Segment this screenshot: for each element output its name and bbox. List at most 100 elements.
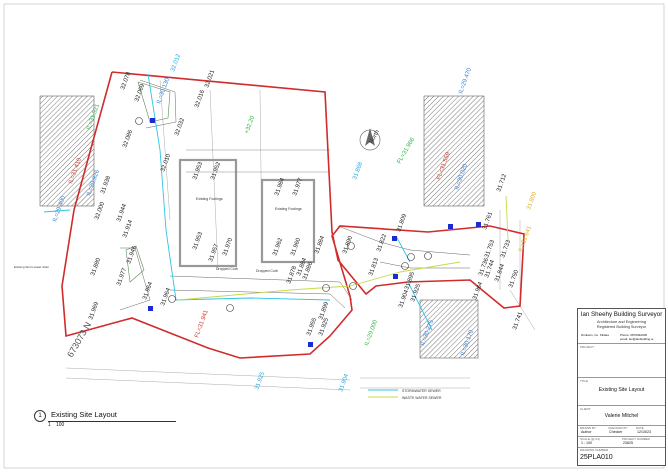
level-label: 31.938 [100, 175, 112, 195]
existing-footing-2 [260, 178, 316, 264]
level-label: 31.880 [90, 257, 102, 277]
level-label: 31.964 [160, 287, 172, 307]
checked-by: Checker [609, 430, 623, 434]
checked-caption: CHECKED BY [608, 426, 628, 430]
level-label-blue: IL=30.130 [156, 77, 171, 105]
layout-title-underline [48, 421, 176, 422]
date-caption: DATE [636, 426, 644, 430]
dropped-curb-2: Dropped Curb [256, 269, 278, 273]
drawn-by: Author [581, 430, 592, 434]
side-drain-label: Existing Storm water drain [14, 265, 49, 269]
level-label: 31.809 [396, 213, 408, 233]
yellow-levels: 31.800 IL=31.641 [518, 191, 538, 253]
level-label: 31.952 [210, 161, 222, 181]
level-label: 31.914 [122, 219, 134, 239]
level-label: 32.010 [160, 153, 172, 173]
neighbour-building-bottom [419, 299, 479, 359]
level-label-green: +32.20 [244, 115, 256, 135]
level-label: 31.844 [494, 263, 506, 283]
level-label: 31.964 [142, 281, 154, 301]
level-label: 31.741 [512, 311, 524, 331]
level-label: 31.822 [376, 233, 388, 253]
project-caption: PROJECT [580, 345, 595, 349]
level-label: 31.944 [116, 203, 128, 223]
title-block: Ian Sheehy Building Surveyor Architectur… [577, 308, 666, 466]
level-label-cyan: 32.012 [170, 53, 182, 73]
level-label: 31.925 [410, 283, 422, 303]
firm-phone: Phone: 0876092006 [620, 333, 648, 337]
level-label: 31.957 [208, 243, 220, 263]
legend-waste: WASTE WATER SEWER [402, 396, 442, 400]
blue-levels: IL=30.020 IL=29.470 IL=30.275 IL=30.170 … [52, 67, 475, 357]
level-label-cyan: 31.925 [254, 371, 266, 391]
layout-number: 1 [34, 410, 46, 422]
firm-address: Dunlavin, Co. Kildare [581, 333, 610, 337]
tb-divider [578, 425, 665, 426]
client-name: Valerie Mitchel [604, 413, 639, 419]
scale-caption: SCALE (@ A1) [580, 437, 601, 441]
level-label: 31.813 [368, 257, 380, 277]
level-label-green: IL=29.000 [364, 319, 379, 347]
site-boundary [61, 71, 525, 359]
level-label-red: FL=31.941 [194, 309, 210, 339]
tb-divider [578, 405, 665, 406]
scale-value: 1 : 100 [581, 441, 592, 445]
firm-sub1: Architecture and Engineering [597, 320, 646, 324]
level-label: 31.977 [116, 267, 128, 287]
tb-divider [578, 377, 665, 378]
layout-scale-den: 100 [56, 422, 65, 428]
level-label: 31.733 [500, 239, 512, 259]
sewer-legend: STORMWATER SEWER WASTE WATER SEWER [368, 389, 442, 400]
level-label: 32.000 [94, 201, 106, 221]
green-planting-1 [137, 81, 171, 123]
level-label: 31.761 [482, 211, 494, 231]
drawing-title: Existing Site Layout [598, 387, 645, 393]
level-label: 31.904 [398, 289, 410, 309]
manhole-markers [148, 118, 481, 347]
firm-email: email: ian@ianbuilding.ie [620, 337, 654, 341]
level-label: 31.969 [88, 301, 100, 321]
level-label-cyan: 31.868 [352, 161, 364, 181]
tb-divider [578, 343, 665, 344]
dropped-curb-1: Dropped Curb [216, 267, 238, 271]
date-value: 12/15/23 [637, 430, 651, 434]
level-label-blue: IL=29.470 [458, 67, 473, 95]
level-label: 31.753 [484, 239, 496, 259]
sheet-border [3, 3, 665, 469]
level-label: 31.962 [272, 237, 284, 257]
drawing-number-caption: DRAWING NUMBER [580, 448, 609, 452]
waste-water-sewer-line [177, 195, 509, 301]
drawing-number: 25PLA010 [580, 454, 613, 461]
red-levels: FL=31.559 IL=31.410 FL=31.941 [68, 151, 452, 339]
level-label: 31.955 [306, 317, 318, 337]
level-label-yellow: 31.800 [526, 191, 538, 211]
client-caption: CLIENT [580, 407, 591, 411]
tb-divider [578, 447, 665, 448]
level-label: 32.086 [122, 129, 134, 149]
drawn-caption: DRAWN BY [580, 426, 597, 430]
level-label: 31.953 [192, 231, 204, 251]
neighbour-building-right [423, 95, 485, 207]
footing-label-2: Existing Footings [275, 207, 302, 211]
level-label: 31.970 [222, 237, 234, 257]
site-features [119, 79, 471, 311]
level-label: 31.750 [508, 269, 520, 289]
tb-divider [578, 436, 665, 437]
level-label: 32.078 [120, 71, 132, 91]
title-caption: TITLE [580, 379, 589, 383]
level-label-yellow: IL=31.641 [518, 225, 533, 253]
level-label: 31.960 [290, 237, 302, 257]
project-number-caption: PROJECT NUMBER [622, 437, 650, 441]
layout-scale-num: 1 [48, 422, 51, 428]
level-label: 32.021 [204, 69, 216, 89]
neighbour-building-left [39, 95, 95, 207]
level-label: 31.953 [192, 161, 204, 181]
north-arrow: North [359, 128, 381, 151]
grid-label: 673073 N [65, 320, 93, 359]
level-label: 31.890 [342, 235, 354, 255]
stormwater-sewer-line [43, 73, 433, 331]
firm-sub2: Registered Building Surveyor [596, 325, 647, 329]
project-number: 23625 [623, 441, 633, 445]
legend-storm: STORMWATER SEWER [402, 389, 441, 393]
